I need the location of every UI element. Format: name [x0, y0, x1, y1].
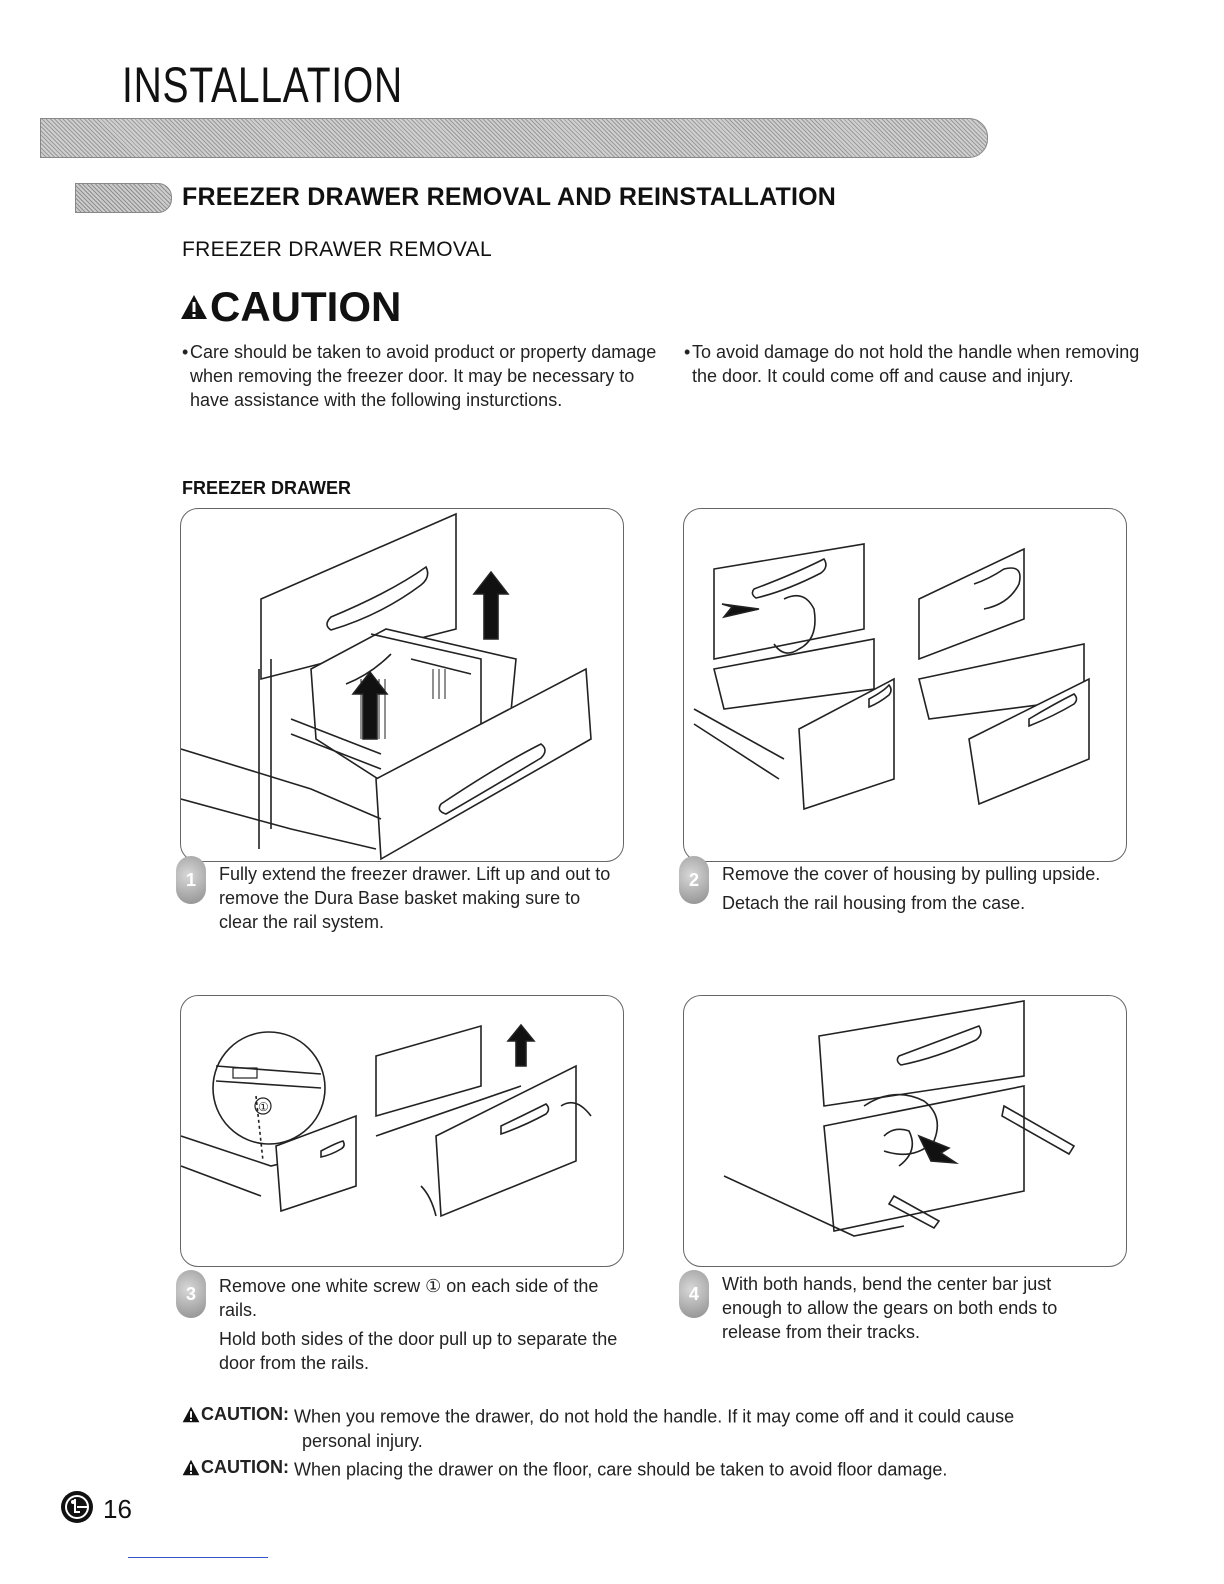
illustration-bend-center-bar — [723, 1000, 1076, 1237]
illustration-remove-housing — [693, 543, 1090, 811]
step-3-line-2: Hold both sides of the door pull up to s… — [219, 1329, 618, 1373]
page-title: INSTALLATION — [122, 57, 403, 113]
bottom-caution-2-label-text: CAUTION: — [201, 1457, 289, 1477]
step-1-text: Fully extend the freezer drawer. Lift up… — [219, 862, 619, 939]
caution-note-left-text: Care should be taken to avoid product or… — [190, 342, 657, 410]
screw-callout-label: ① — [258, 1100, 269, 1114]
step-2-line-1: Remove the cover of housing by pulling u… — [722, 864, 1101, 884]
section-pill-decoration — [75, 183, 172, 213]
illustration-remove-screws: ① — [181, 1023, 592, 1218]
lg-logo-icon — [61, 1491, 93, 1523]
bullet: • — [182, 342, 189, 362]
bottom-caution-2: CAUTION: When placing the drawer on the … — [182, 1455, 1142, 1482]
section-subtitle: FREEZER DRAWER REMOVAL — [182, 238, 492, 261]
footer-rule — [128, 1557, 268, 1558]
bottom-caution-1-text: When you remove the drawer, do not hold … — [294, 1406, 1015, 1427]
warning-icon — [181, 295, 207, 319]
caution-heading: CAUTION — [180, 283, 401, 331]
caution-heading-text: CAUTION — [210, 283, 402, 330]
figure-step-4 — [683, 995, 1127, 1267]
step-badge-4: 4 — [679, 1270, 709, 1318]
step-badge-2: 2 — [679, 856, 709, 904]
bottom-caution-2-label: CAUTION: — [182, 1455, 289, 1479]
bottom-caution-1: CAUTION: When you remove the drawer, do … — [182, 1402, 1142, 1453]
step-3-text: Remove one white screw ① on each side of… — [219, 1274, 619, 1380]
step-2-text: Remove the cover of housing by pulling u… — [722, 862, 1122, 920]
caution-note-left: • Care should be taken to avoid product … — [182, 340, 660, 412]
warning-icon — [182, 1406, 200, 1422]
figure-step-3: ① — [180, 995, 624, 1267]
illustration-remove-basket — [181, 512, 592, 861]
step-4-line-1: With both hands, bend the center bar jus… — [722, 1274, 1058, 1342]
step-badge-1: 1 — [176, 856, 206, 904]
step-badge-3: 3 — [176, 1270, 206, 1318]
caution-note-right: • To avoid damage do not hold the handle… — [684, 340, 1162, 388]
page-number: 16 — [103, 1494, 132, 1524]
figure-step-1 — [180, 508, 624, 862]
warning-icon — [182, 1459, 200, 1475]
bottom-caution-1-continuation: personal injury. — [302, 1430, 423, 1451]
step-2-line-2: Detach the rail housing from the case. — [722, 893, 1026, 913]
figure-step-2 — [683, 508, 1127, 862]
bullet: • — [684, 342, 691, 362]
step-4-text: With both hands, bend the center bar jus… — [722, 1272, 1102, 1349]
bottom-caution-2-text: When placing the drawer on the floor, ca… — [294, 1459, 948, 1480]
title-bar-decoration — [40, 118, 988, 158]
subsection-title: FREEZER DRAWER — [182, 478, 352, 498]
step-3-line-1: Remove one white screw ① on each side of… — [219, 1276, 599, 1320]
section-title: FREEZER DRAWER REMOVAL AND REINSTALLATIO… — [182, 183, 837, 211]
bottom-caution-1-label-text: CAUTION: — [201, 1404, 289, 1424]
bottom-caution-1-label: CAUTION: — [182, 1402, 289, 1426]
caution-note-right-text: To avoid damage do not hold the handle w… — [692, 342, 1140, 386]
step-1-line-1: Fully extend the freezer drawer. Lift up… — [219, 864, 611, 932]
